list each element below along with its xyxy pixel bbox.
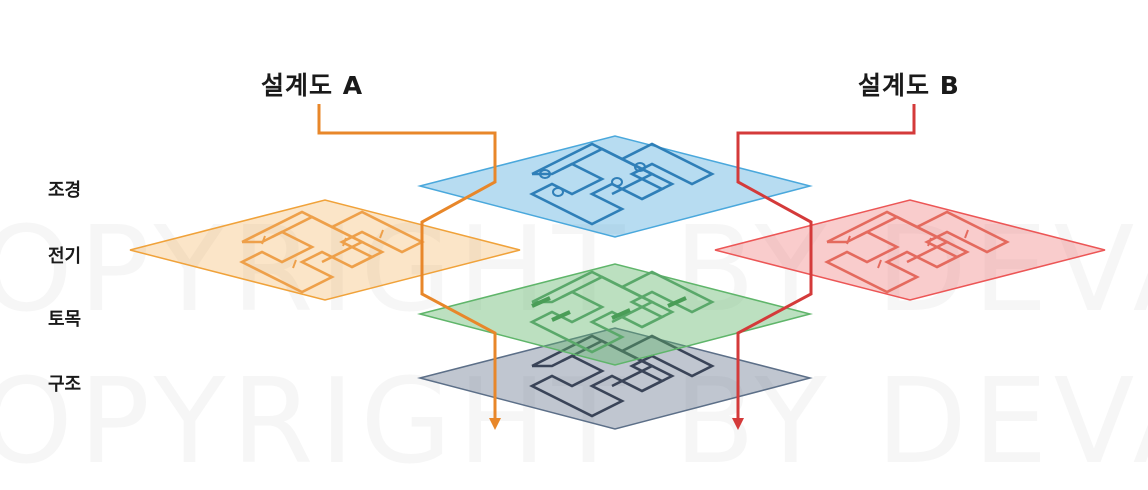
electrical-plane-b <box>714 199 1106 301</box>
layer-label-structure: 구조 <box>48 374 82 395</box>
route-a-arrowhead <box>489 418 501 430</box>
layer-plane-civil <box>417 263 813 366</box>
layer-plane-structure <box>417 327 813 430</box>
layer-label-civil: 토목 <box>48 309 82 330</box>
layer-label-electrical: 전기 <box>48 246 82 267</box>
route-a-line <box>317 104 497 418</box>
layer-label-landscape: 조경 <box>48 180 82 201</box>
route-b-arrowhead <box>732 418 744 430</box>
layer-plane-landscape <box>417 135 813 238</box>
layer-plane-electrical-b <box>714 199 1106 301</box>
route-b-line <box>736 104 916 418</box>
layer-plane-electrical-a <box>129 199 521 301</box>
plan-a-title: 설계도 A <box>261 71 364 100</box>
landscape-tree <box>634 162 646 172</box>
landscape-tree <box>539 169 551 179</box>
landscape-tree <box>552 187 564 197</box>
plan-b-title: 설계도 B <box>858 71 960 100</box>
electrical-plane-a <box>129 199 521 301</box>
landscape-tree <box>611 177 623 187</box>
